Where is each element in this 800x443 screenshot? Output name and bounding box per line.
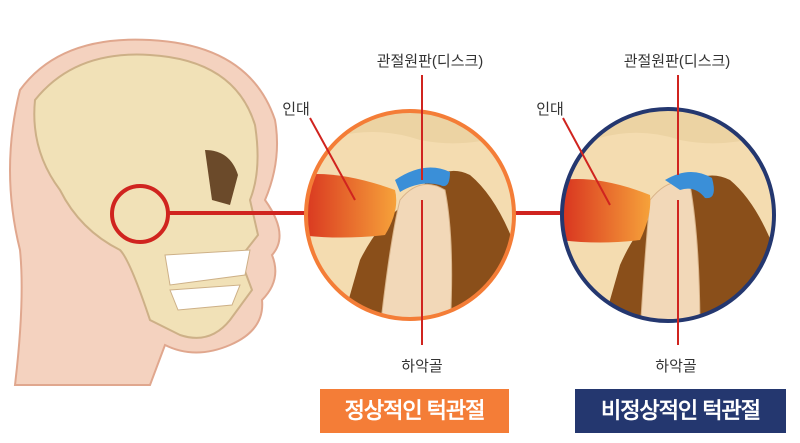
abnormal-joint-caption: 비정상적인 턱관절 [575, 389, 786, 433]
normal-disc-label: 관절원판(디스크) [376, 53, 484, 70]
abnormal-ligament-label: 인대 [536, 101, 564, 118]
head-skull-illustration [9, 38, 281, 386]
abnormal-disc-label: 관절원판(디스크) [623, 53, 731, 70]
normal-joint-caption: 정상적인 턱관절 [320, 389, 509, 433]
normal-ligament-label: 인대 [282, 101, 310, 118]
normal-joint-closeup [306, 111, 514, 319]
abnormal-mandible-label: 하악골 [655, 358, 697, 375]
abnormal-circle-border [560, 107, 776, 323]
normal-mandible-label: 하악골 [401, 358, 443, 375]
normal-circle-border [304, 109, 516, 321]
